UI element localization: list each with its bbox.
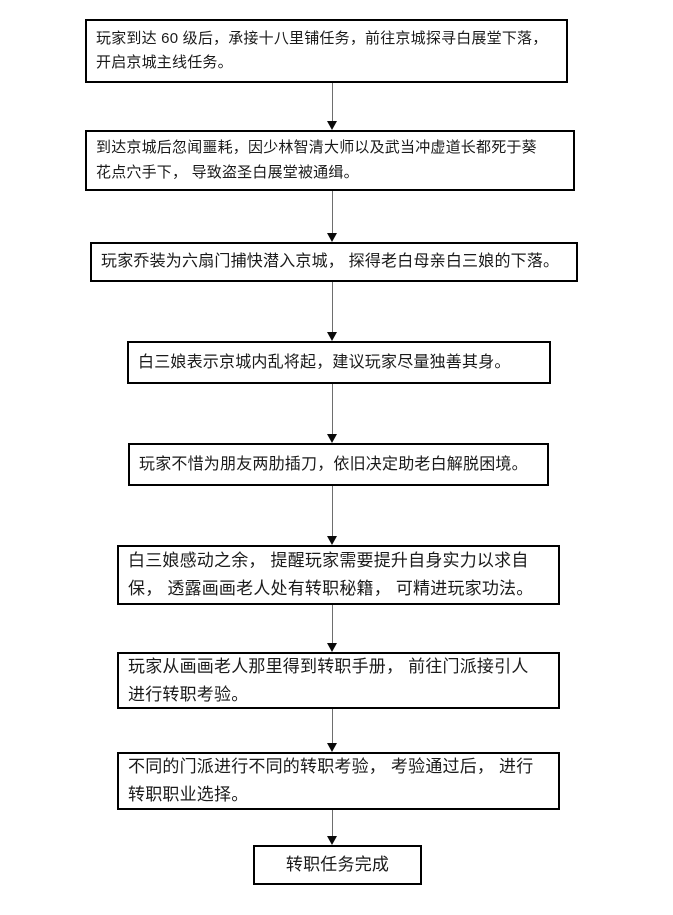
flow-step-2-text: 到达京城后忽闻噩耗，因少林智清大师以及武当冲虚道长都死于葵 花点穴手下， 导致盗… [96, 139, 537, 181]
flow-step-4: 白三娘表示京城内乱将起，建议玩家尽量独善其身。 [127, 341, 551, 384]
flow-step-7-text: 玩家从画画老人那里得到转职手册， 前往门派接引人 进行转职考验。 [128, 656, 529, 704]
flow-connector-1 [326, 83, 338, 130]
connector-line [331, 282, 333, 332]
arrowhead-down-icon [327, 643, 337, 652]
arrowhead-down-icon [327, 743, 337, 752]
arrowhead-down-icon [327, 332, 337, 341]
flow-step-5: 玩家不惜为朋友两肋插刀，依旧决定助老白解脱困境。 [128, 443, 549, 486]
connector-line [331, 83, 333, 121]
flow-step-9-terminal: 转职任务完成 [253, 845, 422, 885]
flow-step-7: 玩家从画画老人那里得到转职手册， 前往门派接引人 进行转职考验。 [117, 652, 560, 709]
flow-connector-4 [326, 384, 338, 443]
arrowhead-down-icon [327, 536, 337, 545]
arrowhead-down-icon [327, 434, 337, 443]
flow-step-8-text: 不同的门派进行不同的转职考验， 考验通过后， 进行 转职职业选择。 [128, 757, 534, 804]
flow-connector-6 [326, 605, 338, 652]
flow-step-9-text: 转职任务完成 [285, 855, 390, 875]
flow-connector-7 [326, 709, 338, 752]
flow-connector-5 [326, 486, 338, 545]
flow-connector-8 [326, 810, 338, 845]
flow-step-3: 玩家乔装为六扇门捕快潜入京城， 探得老白母亲白三娘的下落。 [90, 242, 578, 282]
connector-line [331, 605, 333, 643]
arrowhead-down-icon [327, 836, 337, 845]
flow-connector-2 [326, 191, 338, 242]
flow-step-6: 白三娘感动之余， 提醒玩家需要提升自身实力以求自 保， 透露画画老人处有转职秘籍… [117, 545, 560, 605]
flow-step-4-text: 白三娘表示京城内乱将起，建议玩家尽量独善其身。 [138, 353, 511, 371]
connector-line [331, 810, 333, 836]
flow-step-6-text: 白三娘感动之余， 提醒玩家需要提升自身实力以求自 保， 透露画画老人处有转职秘籍… [128, 551, 534, 598]
flow-connector-3 [326, 282, 338, 341]
connector-line [331, 709, 333, 743]
flow-step-1: 玩家到达 60 级后，承接十八里铺任务，前往京城探寻白展堂下落， 开启京城主线任… [85, 19, 568, 83]
flow-step-3-text: 玩家乔装为六扇门捕快潜入京城， 探得老白母亲白三娘的下落。 [101, 253, 560, 271]
flow-step-1-text: 玩家到达 60 级后，承接十八里铺任务，前往京城探寻白展堂下落， 开启京城主线任… [96, 29, 548, 71]
flow-step-2: 到达京城后忽闻噩耗，因少林智清大师以及武当冲虚道长都死于葵 花点穴手下， 导致盗… [85, 130, 575, 191]
connector-line [331, 486, 333, 536]
arrowhead-down-icon [327, 121, 337, 130]
connector-line [331, 384, 333, 434]
arrowhead-down-icon [327, 233, 337, 242]
connector-line [331, 191, 333, 233]
flow-step-8: 不同的门派进行不同的转职考验， 考验通过后， 进行 转职职业选择。 [117, 752, 560, 810]
flow-step-5-text: 玩家不惜为朋友两肋插刀，依旧决定助老白解脱困境。 [139, 455, 528, 473]
